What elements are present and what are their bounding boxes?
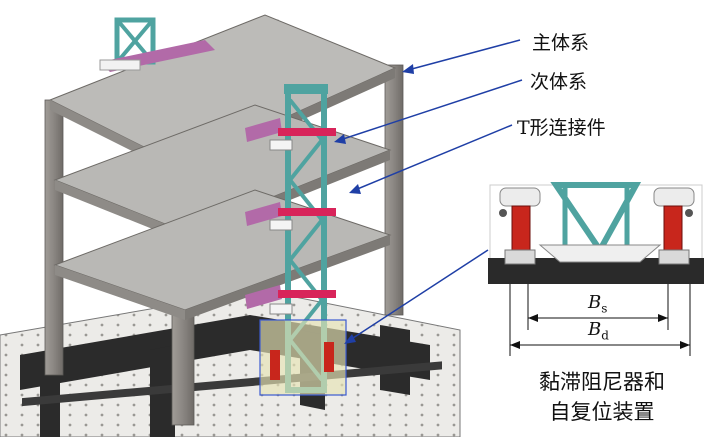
bs-subscript: s	[601, 301, 608, 316]
dimension-bd: Bd	[588, 319, 609, 343]
label-primary-system: 主体系	[532, 32, 590, 54]
caption-line-1: 黏滞阻尼器和	[539, 370, 665, 394]
bd-subscript: d	[601, 328, 609, 343]
top-truss	[99, 17, 215, 72]
bd-symbol: B	[588, 319, 602, 340]
dimension-bs: Bs	[588, 292, 607, 316]
damper-inset	[488, 182, 704, 284]
dimension-lines	[509, 284, 691, 356]
callout-arrows	[334, 39, 523, 344]
damper-box	[259, 319, 347, 396]
label-secondary-system: 次体系	[530, 71, 588, 93]
bs-symbol: B	[588, 292, 602, 313]
caption-line-2: 自复位装置	[549, 400, 655, 424]
t-connectors	[245, 118, 336, 315]
label-t-connector: T形连接件	[517, 117, 606, 139]
